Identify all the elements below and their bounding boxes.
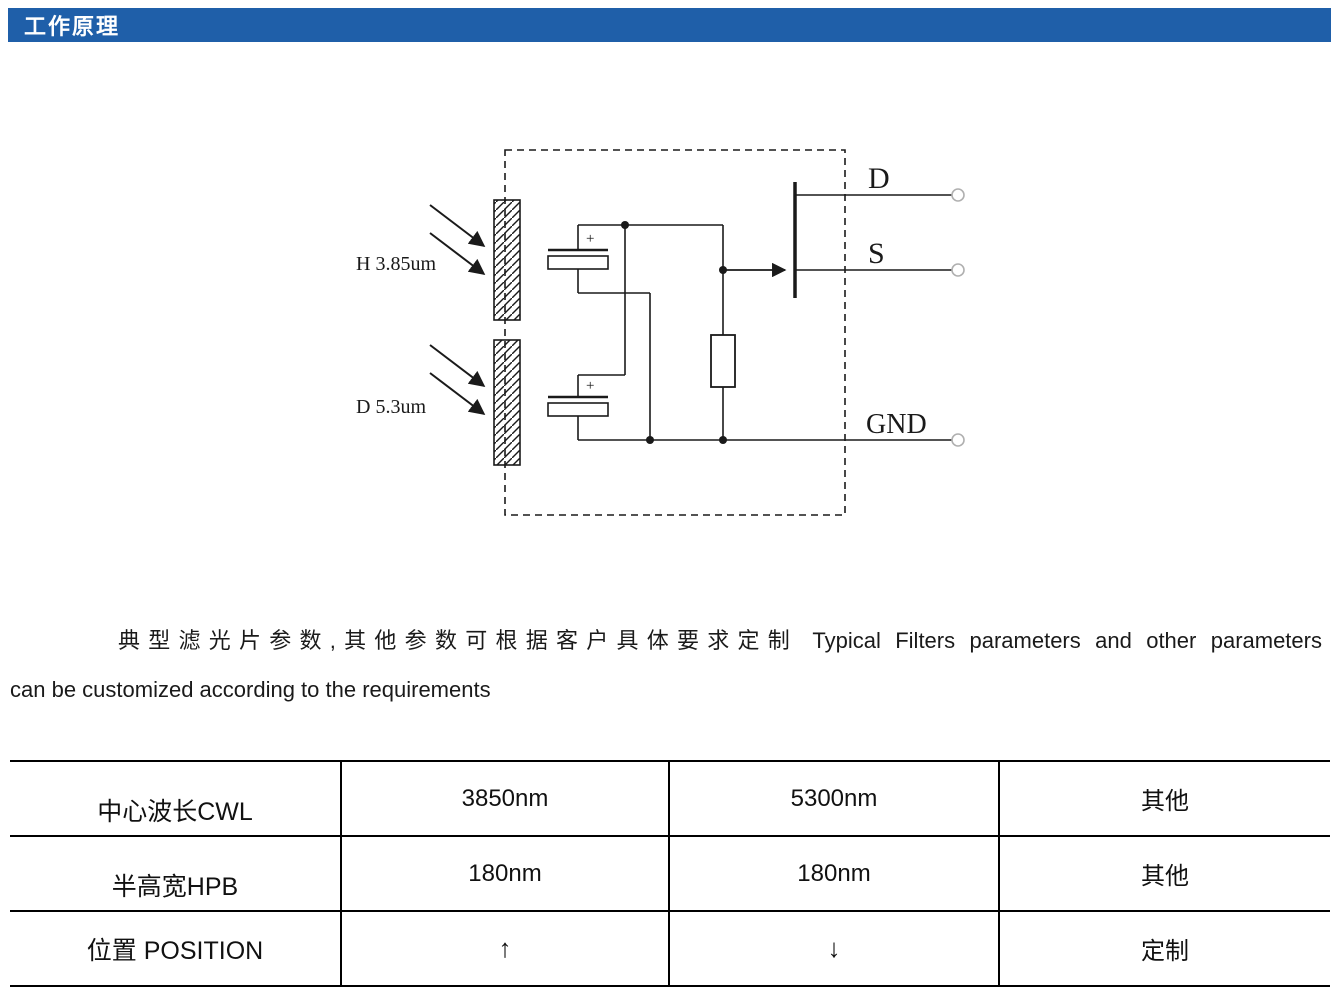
intro-paragraph: 典型滤光片参数,其他参数可根据客户具体要求定制 Typical Filters … (10, 616, 1322, 714)
hpb-value-other: 其他 (998, 837, 1330, 910)
table-row-hpb: 半高宽HPB 180nm 180nm 其他 (10, 837, 1330, 912)
filter-bottom-label: D 5.3um (356, 396, 426, 418)
gate-resistor (710, 334, 736, 388)
cwl-value-other: 其他 (998, 762, 1330, 835)
circuit-wires (577, 194, 952, 441)
row-label-hpb: 半高宽HPB (111, 873, 239, 901)
source-label: S (868, 237, 885, 270)
filter-parameters-table: 中心波长CWL 3850nm 5300nm 其他 半高宽HPB 180nm 18… (10, 760, 1330, 987)
hpb-value-1: 180nm (340, 837, 668, 910)
ground-label: GND (866, 409, 927, 440)
row-label-position: 位置 POSITION (86, 936, 264, 965)
section-header: 工作原理 (8, 8, 1331, 42)
cwl-value-2: 5300nm (668, 762, 998, 835)
junction-dots (621, 221, 727, 444)
circuit-diagram: H 3.85um D 5.3um (0, 130, 1338, 560)
plus-sign-bottom: + (586, 378, 594, 394)
table-row-cwl: 中心波长CWL 3850nm 5300nm 其他 (10, 762, 1330, 837)
cwl-value-1: 3850nm (340, 762, 668, 835)
source-pin (951, 263, 965, 277)
light-arrows-top (429, 204, 486, 275)
package-dashed-outline (504, 149, 846, 516)
position-value-other: 定制 (998, 912, 1330, 985)
pyro-sensor-schematic: H 3.85um D 5.3um (356, 149, 965, 516)
position-value-1: ↑ (340, 912, 668, 985)
drain-pin (951, 188, 965, 202)
filter-window-top (493, 199, 521, 321)
filter-window-bottom (493, 339, 521, 466)
pyro-element-top: + (547, 231, 609, 270)
table-row-position: 位置 POSITION ↑ ↓ 定制 (10, 912, 1330, 987)
position-value-2: ↓ (668, 912, 998, 985)
filter-top-label: H 3.85um (356, 253, 436, 275)
row-label-cwl: 中心波长CWL (97, 798, 253, 826)
hpb-value-2: 180nm (668, 837, 998, 910)
drain-label: D (868, 162, 890, 195)
section-title: 工作原理 (24, 14, 121, 39)
terminal-pins (951, 188, 965, 447)
pyro-element-bottom: + (547, 378, 609, 417)
ground-pin (951, 433, 965, 447)
intro-text-line2: can be customized according to the requi… (10, 677, 491, 702)
plus-sign-top: + (586, 231, 594, 247)
light-arrows-bottom (429, 344, 486, 415)
intro-text-line1: 典型滤光片参数,其他参数可根据客户具体要求定制 Typical Filters … (118, 628, 1322, 653)
